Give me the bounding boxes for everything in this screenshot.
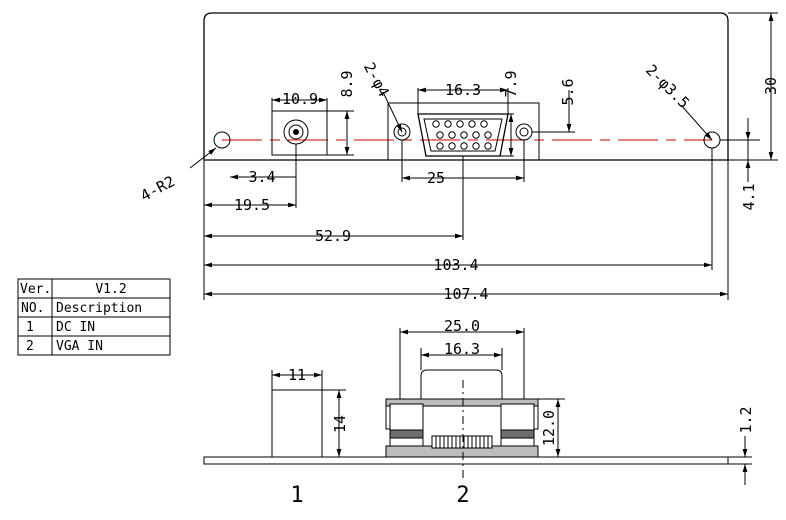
- vga-screw-right: [515, 123, 533, 141]
- dim-panel-width: 107.4: [443, 285, 488, 303]
- side-view: 11 14 25.0 16.3 12.0 1.2 1 2: [203, 317, 755, 508]
- dim-hole-to-dc: 3.4: [248, 168, 275, 186]
- dimension-lines: [189, 13, 774, 297]
- mount-hole-left: [213, 131, 231, 149]
- table-row-1-no: 1: [26, 320, 34, 335]
- side-extension-lines: [271, 328, 752, 465]
- dim-vga-center: 52.9: [315, 227, 351, 245]
- dim-vga-height: 7.9: [502, 70, 520, 97]
- dc-jack-ring-inner: [288, 124, 304, 140]
- dim-corner-radius: 4-R2: [137, 172, 177, 205]
- vga-screw-left-inner: [397, 127, 407, 137]
- dim-side-dc-height: 14: [331, 415, 349, 433]
- vga-screw-right-inner: [519, 127, 529, 137]
- side-dc-jack: [271, 389, 323, 458]
- table-version-value: V1.2: [95, 282, 126, 297]
- table-col-no: NO.: [21, 301, 44, 316]
- vga-pins: [432, 120, 492, 150]
- item-label-1: 1: [290, 483, 303, 508]
- dim-vga-offset: 5.6: [559, 78, 577, 105]
- side-vga-right-bottom: [500, 429, 535, 439]
- table-col-description: Description: [56, 301, 142, 316]
- item-label-2: 2: [456, 483, 469, 508]
- table-version-label: Ver.: [20, 282, 51, 297]
- base-plate: [203, 456, 729, 465]
- dc-jack-pin: [293, 129, 299, 135]
- vga-shell-inner: [423, 118, 503, 152]
- dim-side-dc-width: 11: [288, 366, 306, 384]
- dim-dc-width: 10.9: [282, 90, 318, 108]
- dim-vga-width: 16.3: [445, 81, 481, 99]
- dim-side-vga-width: 25.0: [444, 317, 480, 335]
- side-vga-left-bottom: [389, 429, 424, 439]
- dim-hole-pitch: 103.4: [433, 256, 478, 274]
- dim-panel-height: 30: [762, 77, 780, 95]
- dim-hole-from-bottom: 4.1: [740, 183, 758, 210]
- dim-vga-pitch: 25: [427, 169, 445, 187]
- dim-side-vga-height: 12.0: [540, 410, 558, 446]
- side-vga-left-nut: [389, 403, 424, 447]
- dim-holes-mount: 2-φ3.5: [642, 61, 693, 112]
- dim-plate-thickness: 1.2: [737, 406, 755, 433]
- side-vga-right-nut: [500, 403, 535, 447]
- dim-side-vga-inner: 16.3: [444, 340, 480, 358]
- side-dimension-lines: [272, 329, 748, 485]
- dim-holes-vga: 2-φ4: [360, 59, 393, 99]
- table-row-1-description: DC IN: [56, 320, 95, 335]
- table-row-2-description: VGA IN: [56, 339, 103, 354]
- dim-dc-height: 8.9: [338, 70, 356, 97]
- revision-table: Ver. V1.2 NO. Description 1 DC IN 2 VGA …: [17, 278, 171, 356]
- vga-shell-outer: [417, 113, 509, 157]
- front-view: 10.9 8.9 16.3 7.9 5.6 30 2-φ4 2-φ3.5 4-R…: [137, 12, 780, 303]
- dc-jack-body: [271, 110, 328, 156]
- side-vga-top: [420, 369, 503, 399]
- dim-dc-center: 19.5: [234, 196, 270, 214]
- side-vga-pin-comb: [431, 435, 493, 449]
- table-row-2-no: 2: [26, 339, 34, 354]
